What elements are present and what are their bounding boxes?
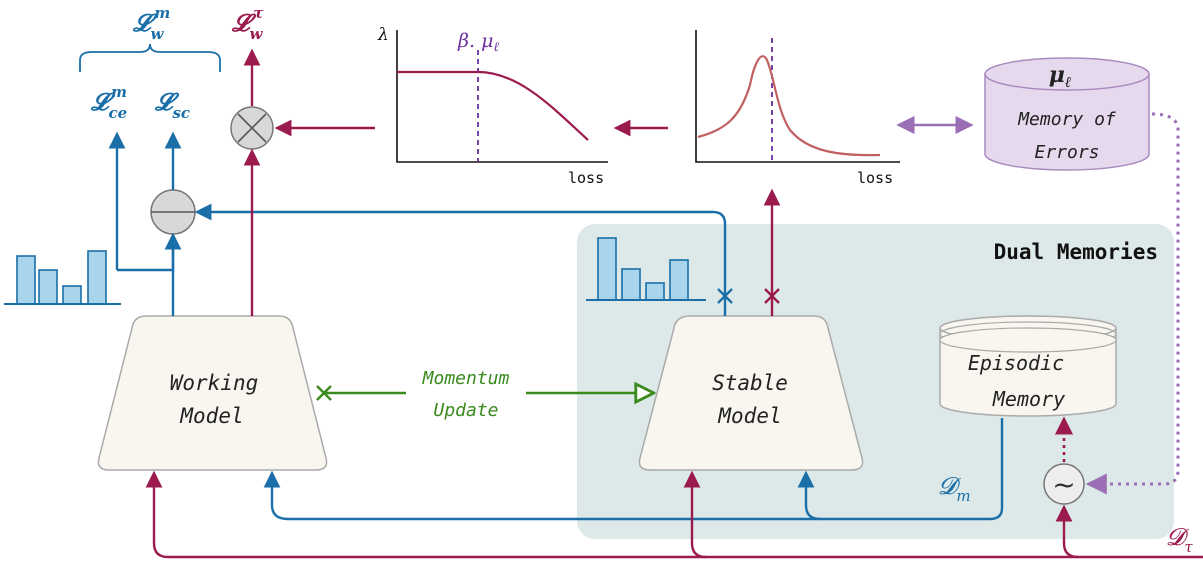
stable-model-label-2: Model (717, 404, 781, 428)
loss-wtau-label: 𝓛wτ (231, 4, 264, 43)
arrow-dtau-to-working (145, 470, 1203, 559)
loss-ce-label: 𝓛cem (90, 83, 127, 122)
stable-model (638, 315, 864, 471)
momentum-update-arrow (316, 386, 652, 400)
stop-gradient-blue (717, 288, 733, 304)
memory-of-errors-label-1: Memory of (1017, 109, 1116, 130)
working-model-label-1: Working (170, 371, 259, 395)
arrow-stable-to-minus (194, 203, 727, 316)
memory-of-errors-label-2: Errors (1034, 142, 1099, 163)
lambda-plot (396, 30, 608, 163)
svg-text:~: ~ (1052, 468, 1075, 501)
circle-tilde-icon: ~ (1043, 463, 1085, 505)
memory-of-errors (984, 57, 1150, 171)
stable-model-label-1: Stable (712, 371, 788, 395)
histogram-right (586, 237, 706, 301)
circle-minus-icon (150, 189, 196, 235)
momentum-label-1: Momentum (422, 368, 510, 389)
arrow-dtau-to-stable (683, 470, 707, 559)
episodic-memory-label-1: Episodic (968, 351, 1064, 375)
working-model-label-2: Model (179, 404, 243, 428)
arrow-hist-to-minus (117, 236, 175, 272)
stop-gradient-red (764, 288, 780, 304)
working-model (97, 315, 328, 471)
beta-mu-label: β. μℓ (457, 30, 499, 55)
histogram-left (4, 250, 121, 305)
mu-l-label: μℓ (1049, 62, 1072, 91)
dual-memories-title: Dual Memories (994, 240, 1158, 264)
arrow-dm-to-working (263, 418, 1004, 521)
arrow-dm-to-stable (797, 470, 821, 521)
distribution-plot (695, 30, 900, 163)
episodic-memory (939, 315, 1117, 417)
circle-times-icon (230, 106, 274, 150)
loss-axis-label-1: loss (568, 169, 604, 187)
loss-brace (79, 43, 221, 72)
loss-wm-label: 𝓛wm (132, 4, 170, 43)
lambda-axis-label: λ (377, 25, 389, 45)
arrow-dtau-to-sampler (1055, 504, 1079, 559)
episodic-memory-label-2: Memory (992, 387, 1065, 411)
loss-axis-label-2: loss (857, 169, 893, 187)
momentum-label-2: Update (433, 400, 498, 421)
d-tau-label: 𝓓τ (1166, 523, 1193, 556)
loss-sc-label: 𝓛sc (154, 87, 190, 122)
